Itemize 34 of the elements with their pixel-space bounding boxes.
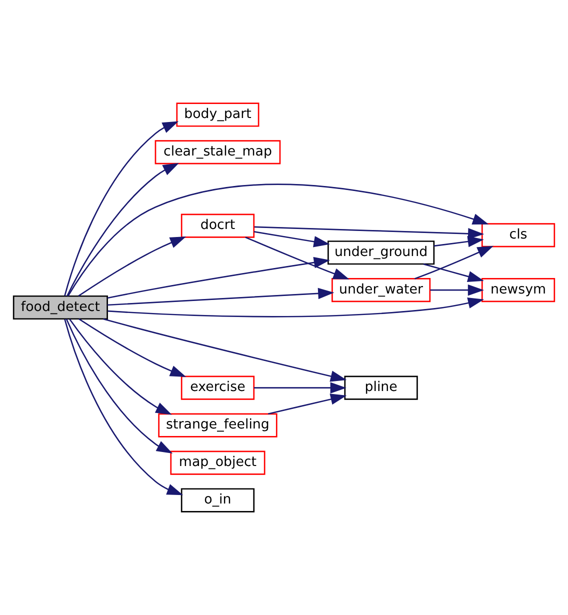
arrow — [107, 256, 330, 299]
arrow — [254, 226, 484, 240]
node-box: cls — [481, 223, 556, 248]
arrow — [78, 236, 186, 297]
arrow — [414, 246, 494, 280]
node-box: docrt — [180, 214, 255, 238]
node-box: under_water — [332, 278, 431, 302]
node-box: food_detect — [12, 295, 108, 320]
arrow — [108, 297, 484, 318]
arrow — [66, 162, 180, 296]
node-box: map_object — [170, 450, 266, 475]
arrow — [69, 318, 172, 415]
node-box: body_part — [176, 102, 260, 127]
arrow — [64, 121, 179, 296]
node-box: o_in — [180, 488, 255, 512]
node-box: exercise — [180, 376, 255, 400]
arrow — [107, 288, 334, 306]
arrow — [430, 284, 484, 296]
arrow — [254, 382, 346, 394]
arrow — [434, 236, 484, 248]
arrow — [423, 263, 484, 282]
arrow — [245, 236, 350, 280]
arrow — [254, 230, 330, 248]
arrow — [66, 318, 173, 454]
node-box: clear_stale_map — [154, 140, 281, 164]
arrow — [103, 318, 347, 382]
node-box: pline — [344, 376, 418, 400]
node-box: under_ground — [328, 240, 435, 265]
arrow — [64, 319, 184, 496]
node-box: newsym — [481, 278, 556, 302]
arrow — [68, 184, 489, 296]
node-box: strange_feeling — [158, 413, 278, 438]
arrow — [268, 394, 347, 414]
arrow — [78, 318, 186, 378]
